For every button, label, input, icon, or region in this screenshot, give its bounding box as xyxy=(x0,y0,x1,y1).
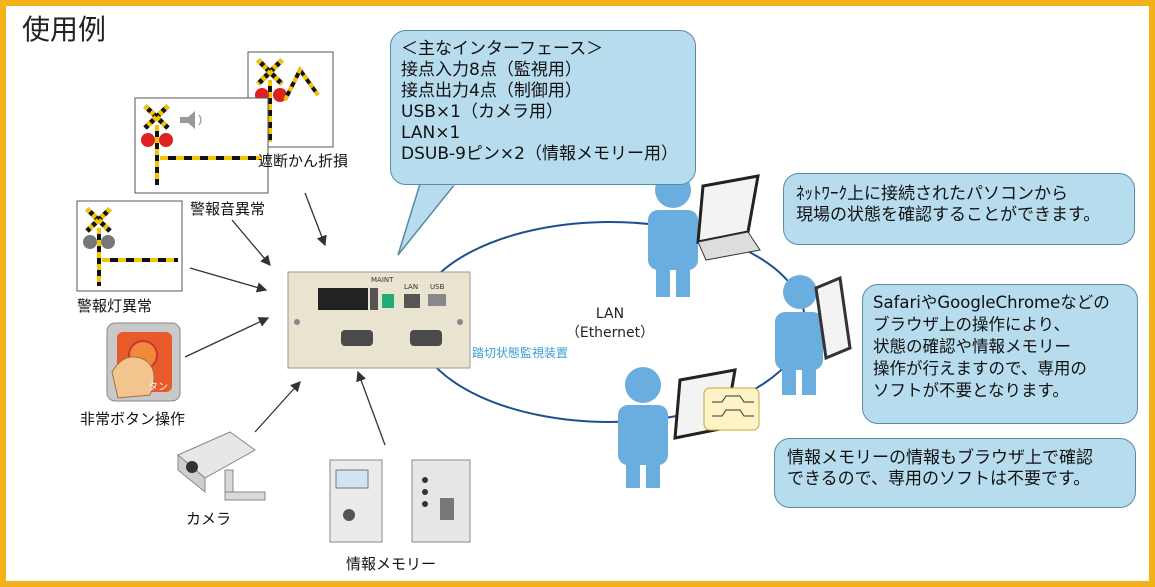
note-line: SafariやGoogleChromeなどの xyxy=(873,293,1110,312)
person-laptop-illustration xyxy=(648,172,761,297)
camera-illustration xyxy=(177,431,266,501)
barrier-broken-label: 遮断かん折損 xyxy=(258,152,349,170)
lan-line2: （Ethernet） xyxy=(565,325,655,341)
person-memory-illustration xyxy=(618,367,760,488)
interface-item: 接点入力8点（監視用） xyxy=(401,60,582,80)
alarm-light-label: 警報灯異常 xyxy=(77,297,153,315)
arrow-sound xyxy=(231,219,271,266)
interface-item: DSUB-9ピン×2（情報メモリー用） xyxy=(401,144,678,164)
monitoring-device-illustration xyxy=(287,271,471,369)
note-line: 現場の状態を確認することができます。 xyxy=(796,205,1101,225)
interface-item: 接点出力4点（制御用） xyxy=(401,81,582,101)
note-line: ブラウザ上の操作により、 xyxy=(873,315,1071,334)
port-label-maint: MAINT xyxy=(371,276,394,284)
info-memory-illustration xyxy=(329,459,471,543)
callout-tail xyxy=(397,183,457,256)
pc-access-note: ﾈｯﾄﾜｰｸ上に接続されたパソコンから 現場の状態を確認することができます。 xyxy=(783,173,1135,245)
interface-item: LAN×1 xyxy=(401,123,461,143)
person-tablet-illustration xyxy=(775,275,852,395)
lan-label: LAN （Ethernet） xyxy=(565,306,655,342)
arrow-barrier xyxy=(304,192,327,247)
alarm-sound-label: 警報音異常 xyxy=(190,200,266,218)
note-line: 操作が行えますので、専用の xyxy=(873,359,1087,378)
note-line: ソフトが不要となります。 xyxy=(873,381,1069,400)
emergency-button-text: タン xyxy=(148,382,168,393)
crossing-alarm-sound-illustration xyxy=(134,97,269,194)
note-line: できるので、専用のソフトは不要です。 xyxy=(787,469,1091,489)
camera-label: カメラ xyxy=(186,510,232,528)
emergency-button-label: 非常ボタン操作 xyxy=(80,410,186,428)
info-memory-label: 情報メモリー xyxy=(346,555,437,573)
browser-note: SafariやGoogleChromeなどの ブラウザ上の操作により、 状態の確… xyxy=(862,284,1138,424)
port-label-lan: LAN xyxy=(404,283,419,291)
port-label-usb: USB xyxy=(430,283,445,291)
arrow-light xyxy=(189,267,268,293)
memory-note: 情報メモリーの情報もブラウザ上で確認 できるので、専用のソフトは不要です。 xyxy=(774,438,1136,508)
interface-callout: ＜主なインターフェース＞ 接点入力8点（監視用） 接点出力4点（制御用） USB… xyxy=(390,30,696,185)
device-label: 踏切状態監視装置 xyxy=(472,346,569,360)
emergency-button-illustration xyxy=(106,322,181,402)
page-title: 使用例 xyxy=(22,13,107,46)
note-line: ﾈｯﾄﾜｰｸ上に接続されたパソコンから xyxy=(796,184,1068,204)
note-line: 情報メモリーの情報もブラウザ上で確認 xyxy=(787,448,1093,468)
note-line: 状態の確認や情報メモリー xyxy=(873,337,1071,356)
interface-item: USB×1（カメラ用） xyxy=(401,102,563,122)
arrow-camera xyxy=(254,381,301,433)
crossing-alarm-light-illustration xyxy=(76,200,183,292)
lan-line1: LAN xyxy=(595,306,625,322)
interface-heading: ＜主なインターフェース＞ xyxy=(401,39,604,59)
arrow-button xyxy=(184,317,270,358)
arrow-memory xyxy=(356,370,386,446)
